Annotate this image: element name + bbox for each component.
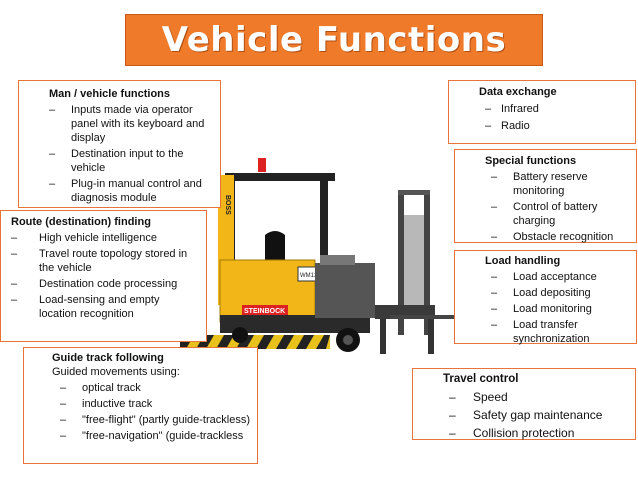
list-item: –Load monitoring [491, 303, 592, 315]
dash: – [449, 408, 456, 422]
list-item: –Inputs made via operator panel with its… [49, 104, 205, 144]
dash: – [491, 231, 498, 243]
list-item: –Load transfer synchronization [491, 319, 590, 345]
dash: – [11, 278, 18, 290]
dash: – [485, 120, 492, 132]
box-heading: Travel control [443, 373, 519, 385]
list-item: –Load depositing [491, 287, 591, 299]
dash: – [491, 201, 498, 213]
chassis [220, 315, 370, 333]
list-item: –Battery reserve monitoring [491, 171, 588, 197]
box-heading: Data exchange [479, 86, 557, 98]
dash: – [11, 248, 18, 260]
fork [390, 315, 460, 319]
box-data-exchange: Data exchange –Infrared –Radio [448, 80, 636, 144]
list-item: –Plug-in manual control and diagnosis mo… [49, 178, 202, 204]
box-load-handling: Load handling –Load acceptance –Load dep… [454, 250, 637, 345]
list-item: –Obstacle recognition [491, 231, 614, 243]
dash: – [491, 303, 498, 315]
list-item: –Destination input to the vehicle [49, 148, 184, 174]
list-item: –"free-flight" (partly guide-trackless) [60, 414, 250, 426]
box-special-functions: Special functions –Battery reserve monit… [454, 149, 637, 243]
dash: – [49, 104, 56, 116]
list-item: –Load acceptance [491, 271, 597, 283]
box-heading: Guide track following [52, 352, 164, 364]
seat [265, 231, 285, 265]
dash: – [11, 232, 18, 244]
page-title: Vehicle Functions [161, 20, 507, 60]
dash: – [11, 294, 18, 306]
dash: – [60, 414, 67, 426]
box-guide-track-following: Guide track following Guided movements u… [23, 347, 258, 464]
list-item: –Radio [485, 120, 530, 132]
box-heading: Route (destination) finding [11, 216, 151, 228]
dash: – [491, 287, 498, 299]
box-heading: Load handling [485, 255, 561, 267]
box-heading: Special functions [485, 155, 577, 167]
list-item: –High vehicle intelligence [11, 232, 158, 244]
mast-label: BOSS [224, 195, 231, 215]
list-item: –Load-sensing and empty location recogni… [11, 294, 160, 320]
dash: – [60, 398, 67, 410]
model-label: WM13 [300, 273, 318, 279]
list-item: –inductive track [60, 398, 153, 410]
list-item: –Safety gap maintenance [449, 408, 603, 422]
box-intro: Guided movements using: [52, 366, 180, 378]
forklift-agv-image: BOSS WM13 STEINBOCK [180, 158, 460, 354]
box-route-finding: Route (destination) finding –High vehicl… [0, 210, 207, 342]
dash: – [485, 103, 492, 115]
warning-light [258, 158, 266, 172]
dash: – [60, 430, 67, 442]
dash: – [491, 171, 498, 183]
dash: – [49, 178, 56, 190]
title-banner: Vehicle Functions [125, 14, 543, 66]
list-item: –Destination code processing [11, 278, 178, 290]
overhead-guard [225, 173, 335, 181]
dash: – [60, 382, 67, 394]
fork-mast [398, 190, 404, 335]
brand-label: STEINBOCK [244, 308, 285, 315]
box-travel-control: Travel control –Speed –Safety gap mainte… [412, 368, 636, 440]
list-item: –Collision protection [449, 426, 575, 440]
list-item: –"free-navigation" (guide-trackless [60, 430, 244, 442]
list-item: –Control of battery charging [491, 201, 598, 227]
list-item: –Speed [449, 390, 508, 404]
dash: – [491, 271, 498, 283]
list-item: –optical track [60, 382, 141, 394]
box-heading: Man / vehicle functions [49, 88, 171, 100]
dash: – [449, 426, 456, 440]
dash: – [49, 148, 56, 160]
list-item: –Travel route topology stored in the veh… [11, 248, 188, 274]
box-man-vehicle-functions: Man / vehicle functions –Inputs made via… [18, 80, 221, 208]
list-item: –Infrared [485, 103, 539, 115]
dash: – [449, 390, 456, 404]
dash: – [491, 319, 498, 331]
